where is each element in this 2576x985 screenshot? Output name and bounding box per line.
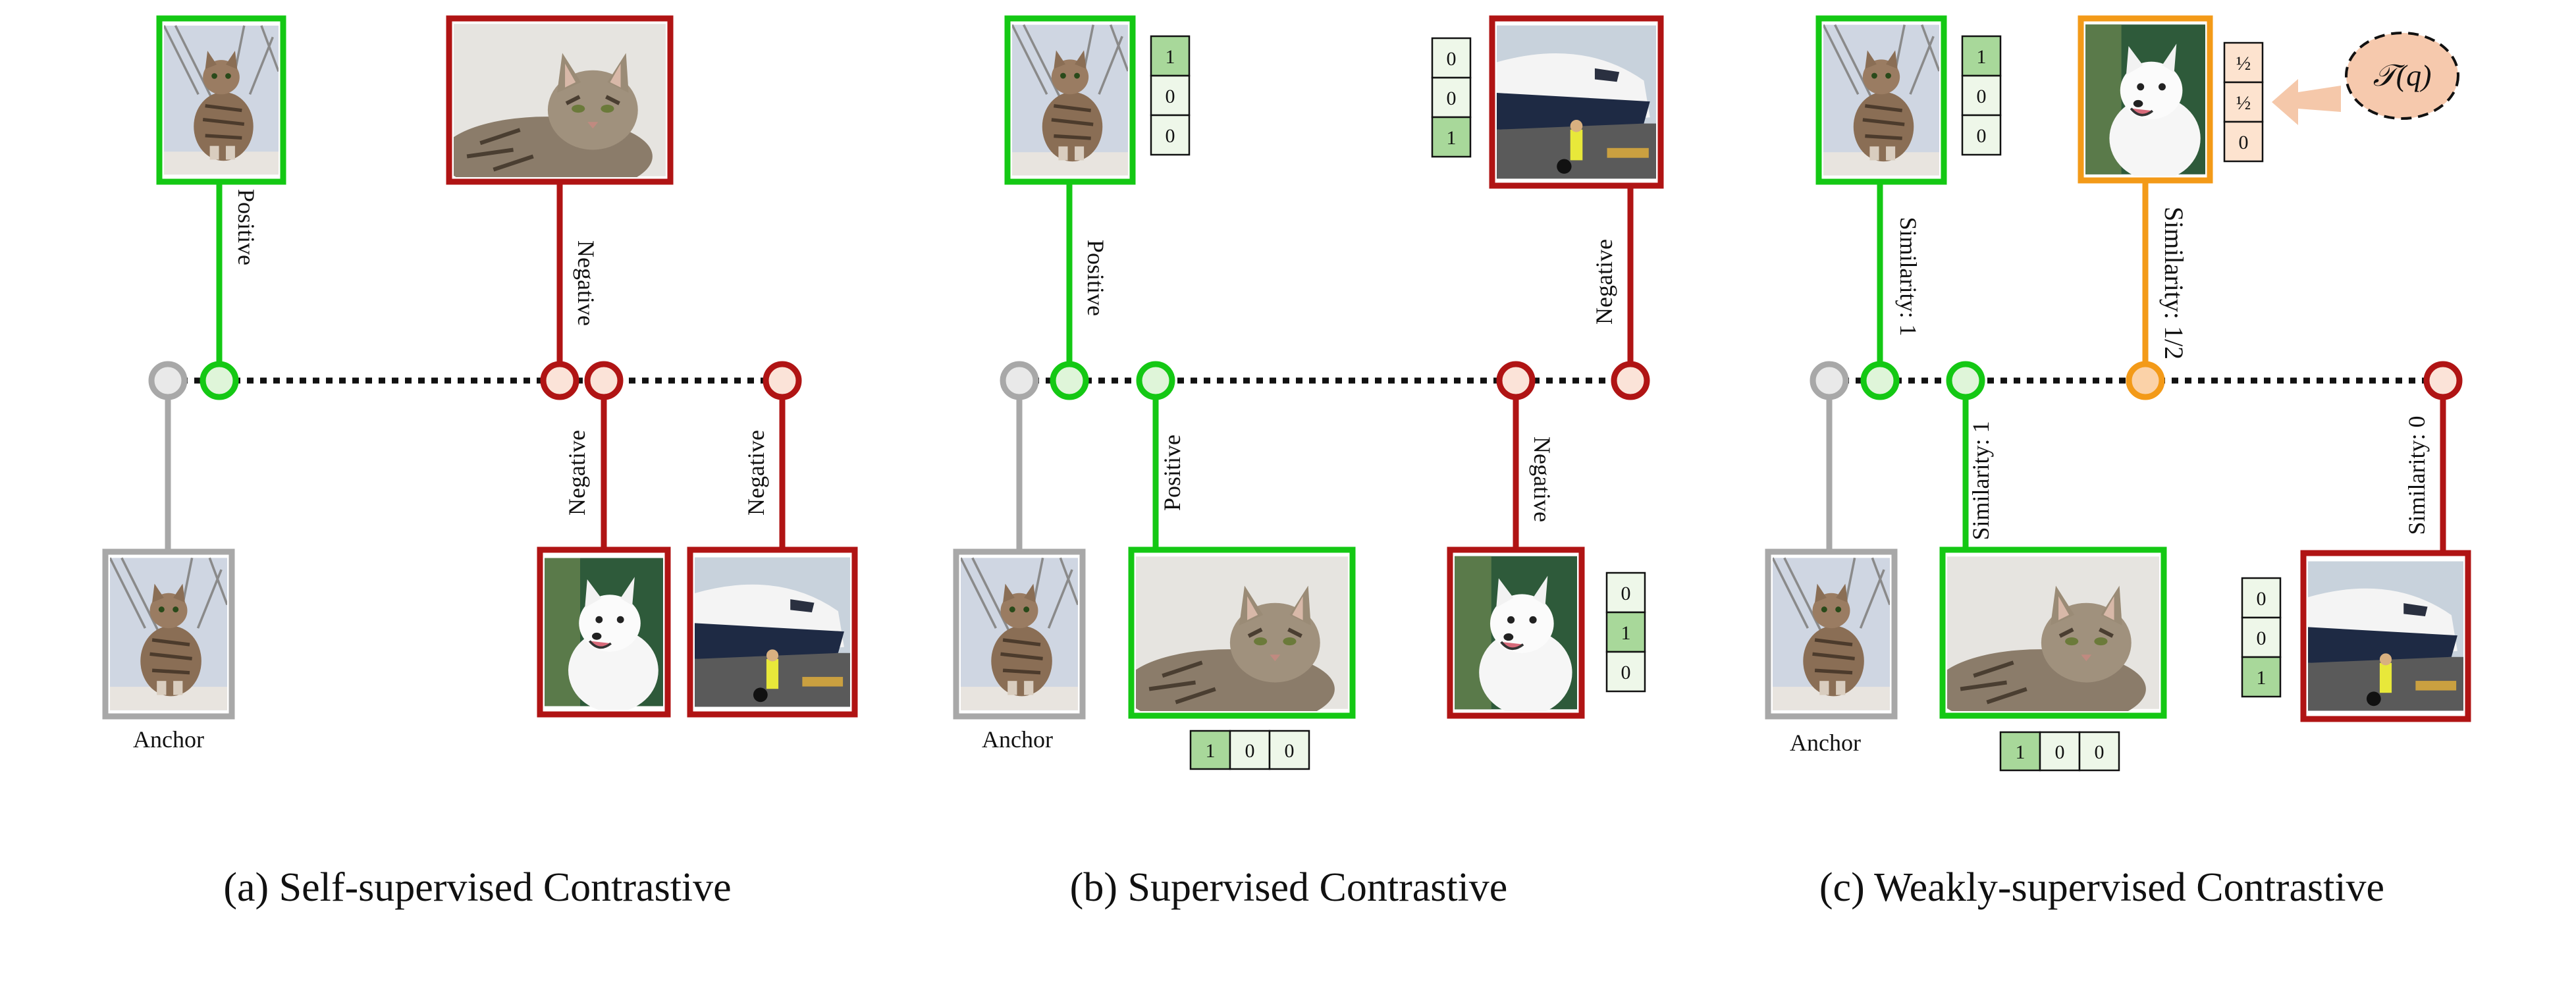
anchor-node [148, 361, 188, 400]
anchor-label: Anchor [133, 726, 204, 753]
airplane-icon [695, 557, 850, 707]
cat-sitting-icon [1823, 25, 1939, 176]
svg-text:0: 0 [1621, 662, 1631, 683]
positive-node [1860, 361, 1900, 400]
label-vector: 0 0 1 [1431, 37, 1472, 158]
svg-text:0: 0 [1621, 583, 1631, 604]
label-vector: 0 1 0 [1605, 572, 1646, 693]
anchor-node [1000, 361, 1039, 400]
svg-text:1: 1 [1166, 46, 1175, 68]
negative-edge-label: Negative [743, 430, 769, 516]
anchor-node [1810, 361, 1849, 400]
negative-edge-label: Negative [564, 430, 590, 516]
similarity-edge-label: Similarity: 0 [2403, 415, 2430, 535]
anchor-label: Anchor [1790, 730, 1861, 756]
label-vector: 1 0 0 [1961, 35, 2002, 156]
panel-caption: (c) Weakly-supervised Contrastive [1819, 865, 2384, 910]
svg-text:0: 0 [1977, 86, 1987, 107]
svg-text:1: 1 [1447, 127, 1457, 149]
white-dog-icon [1455, 554, 1577, 711]
svg-text:½: ½ [2236, 92, 2251, 114]
anchor-label: Anchor [982, 726, 1053, 753]
svg-text:0: 0 [1977, 125, 1987, 147]
positive-edge-label: Positive [1159, 435, 1185, 511]
panel-caption: (b) Supervised Contrastive [1070, 865, 1508, 910]
positive-node [200, 361, 239, 400]
cat-sitting-icon [1012, 25, 1128, 176]
airplane-icon [1497, 25, 1656, 179]
svg-text:1: 1 [1206, 740, 1216, 762]
svg-text:1: 1 [2016, 741, 2026, 763]
white-dog-icon [545, 556, 663, 710]
panel-caption: (a) Self-supervised Contrastive [223, 865, 731, 910]
positive-edge-label: Positive [233, 189, 259, 265]
negative-node [1611, 361, 1650, 400]
negative-node [540, 361, 579, 400]
negative-node [763, 361, 802, 400]
panel-a: Anchor Positive Negative Negative Negati… [102, 15, 858, 910]
cat-sitting-icon [164, 26, 279, 174]
partial-node [2126, 361, 2165, 400]
negative-edge-label: Negative [1591, 239, 1617, 325]
panel-b: Anchor Positive 1 0 0 Negative 0 0 1 [953, 15, 1664, 910]
svg-text:0: 0 [1166, 125, 1175, 147]
svg-text:0: 0 [1245, 740, 1255, 762]
panel-c: Anchor Similarity: 1 1 0 0 Similarity: 1… [1765, 15, 2471, 910]
similarity-edge-label: Similarity: 1/2 [2159, 207, 2189, 359]
cat-sitting-icon [110, 558, 227, 710]
tq-bubble [2345, 32, 2459, 120]
svg-text:0: 0 [2257, 588, 2267, 610]
svg-text:0: 0 [2257, 627, 2267, 649]
negative-node [2423, 361, 2463, 400]
svg-text:0: 0 [2239, 132, 2249, 153]
svg-text:0: 0 [1285, 740, 1295, 762]
negative-node [584, 361, 624, 400]
cat-lying-icon [1934, 556, 2159, 729]
svg-text:0: 0 [1447, 88, 1457, 109]
label-vector: 1 0 0 [1189, 730, 1310, 770]
white-dog-icon [2085, 23, 2205, 176]
svg-text:½: ½ [2236, 53, 2251, 74]
tq-label: 𝒯(q) [2373, 59, 2432, 92]
negative-edge-label: Negative [573, 240, 599, 326]
svg-text:1: 1 [2257, 667, 2267, 689]
label-vector: 1 0 0 [1999, 731, 2120, 772]
svg-text:1: 1 [1977, 46, 1987, 68]
svg-text:0: 0 [1166, 86, 1175, 107]
similarity-edge-label: Similarity: 1 [1968, 421, 1994, 540]
cat-lying-icon [441, 24, 666, 196]
arrow-icon [2272, 79, 2341, 125]
svg-text:1: 1 [1621, 622, 1631, 644]
positive-node [1136, 361, 1175, 400]
negative-node [1496, 361, 1536, 400]
cat-sitting-icon [961, 558, 1078, 710]
label-vector: ½ ½ 0 [2223, 41, 2264, 163]
svg-text:0: 0 [2055, 741, 2065, 763]
airplane-icon [2308, 561, 2463, 711]
cat-sitting-icon [1773, 558, 1890, 710]
cat-lying-icon [1123, 556, 1348, 729]
svg-text:0: 0 [2095, 741, 2105, 763]
positive-node [1050, 361, 1089, 400]
similarity-edge-label: Similarity: 1 [1895, 217, 1921, 336]
label-vector: 0 0 1 [2241, 577, 2282, 698]
positive-node [1946, 361, 1985, 400]
svg-text:0: 0 [1447, 48, 1457, 70]
negative-edge-label: Negative [1529, 437, 1555, 522]
positive-edge-label: Positive [1083, 240, 1109, 316]
label-vector: 1 0 0 [1150, 35, 1191, 156]
